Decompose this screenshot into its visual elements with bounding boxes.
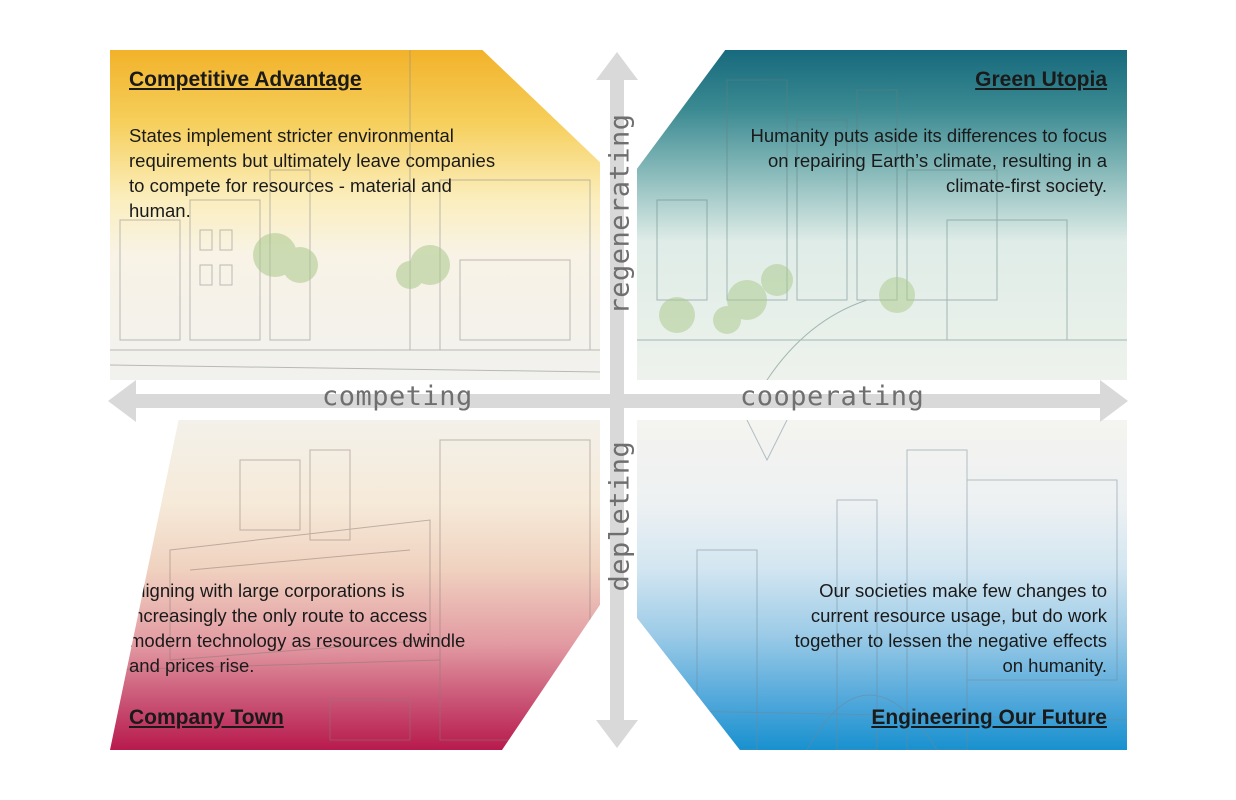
quadrant-company-town: Aligning with large corporations is incr… — [110, 420, 600, 750]
quadrant-competitive-advantage: Competitive Advantage States implement s… — [110, 50, 600, 380]
arrow-left-icon — [108, 380, 136, 422]
quadrant-title: Engineering Our Future — [871, 706, 1107, 729]
horizontal-axis-line — [132, 394, 1104, 408]
quadrant-green-utopia: Green Utopia Humanity puts aside its dif… — [637, 50, 1127, 380]
quadrant-description: Aligning with large corporations is incr… — [129, 580, 466, 676]
arrow-up-icon — [596, 52, 638, 80]
quadrant-engineering-our-future: Our societies make few changes to curren… — [637, 420, 1127, 750]
city-sketch-illustration — [637, 79, 1127, 380]
arrow-right-icon — [1100, 380, 1128, 422]
quadrant-title: Company Town — [129, 706, 284, 729]
quadrant-description: States implement stricter environmental … — [129, 125, 496, 221]
quadrant-description: Our societies make few changes to curren… — [794, 580, 1107, 676]
quadrant-description: Humanity puts aside its differences to f… — [750, 125, 1107, 196]
axis-label-competing: competing — [322, 381, 473, 412]
quadrant-title: Green Utopia — [975, 68, 1107, 91]
arrow-down-icon — [596, 720, 638, 748]
city-sketch-illustration — [110, 50, 600, 373]
quadrant-title: Competitive Advantage — [129, 68, 362, 91]
city-sketch-illustration — [637, 420, 1127, 750]
axis-label-depleting: depleting — [604, 440, 636, 592]
axis-label-cooperating: cooperating — [740, 381, 925, 412]
axis-label-regenerating: regenerating — [604, 113, 636, 315]
